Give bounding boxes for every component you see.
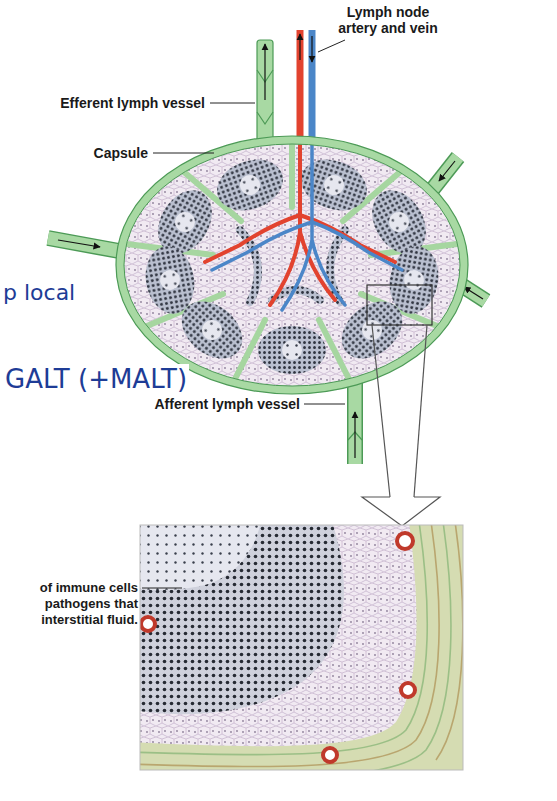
illustration-part: [237, 172, 263, 198]
capsule: [120, 140, 464, 390]
illustration-part: [354, 412, 355, 458]
illustration-part: [58, 240, 100, 247]
zoom-indicator: [362, 285, 440, 526]
illustration-part: [140, 525, 463, 770]
illustration-part: [385, 208, 412, 235]
illustration-part: [362, 497, 440, 526]
illustration-part: [304, 404, 345, 405]
illustration-part: [397, 533, 413, 549]
illustration-part: [299, 34, 300, 60]
illustration-part: [330, 230, 345, 302]
illustration-part: [140, 525, 344, 714]
illustration-part: [402, 268, 425, 291]
illustration-part: [372, 325, 390, 497]
illustration-part: [198, 316, 226, 344]
artery-vein: [300, 30, 312, 150]
illustration-part: [141, 617, 155, 631]
handwritten-note: GALT (+MALT): [3, 364, 189, 395]
illustration-part: [140, 242, 199, 317]
illustration-part: [210, 103, 255, 104]
illustration-part: [318, 40, 345, 52]
illustration-part: [321, 172, 347, 198]
illustration-part: [282, 340, 302, 360]
illustration-part: [311, 36, 312, 62]
illustration-part: [210, 151, 290, 219]
illustration-part: [116, 136, 468, 394]
illustration-part: [264, 44, 265, 100]
illustration-part: [401, 683, 415, 697]
illustration-part: [140, 242, 199, 317]
illustration-part: [140, 525, 463, 770]
illustration-part: [258, 326, 326, 374]
illustration-part: [436, 525, 463, 760]
illustration-part: [140, 525, 427, 755]
handwritten-note: p local: [3, 280, 75, 306]
illustration-part: [171, 208, 198, 235]
illustration-part: [142, 588, 182, 589]
illustration-part: [349, 374, 362, 464]
illustration-part: [210, 151, 290, 219]
efferent-vessel: [257, 40, 273, 150]
illustration-part: [289, 144, 295, 207]
illustration-part: [124, 144, 460, 386]
illustration-part: [367, 285, 432, 325]
illustration-part: [464, 287, 483, 299]
part-label: Capsule: [94, 145, 148, 161]
callout-note: of immune cells pathogens that interstit…: [12, 580, 138, 628]
illustration-part: [140, 525, 463, 770]
illustration-part: [140, 525, 439, 767]
illustration-part: [120, 140, 464, 390]
illustration-part: [414, 325, 427, 497]
illustration-part: [294, 151, 374, 219]
illustration-part: [257, 40, 273, 150]
vessel-label: Lymph node artery and vein: [329, 4, 447, 36]
illustration-part: [153, 153, 214, 154]
illustration-part: [439, 161, 455, 181]
vessel-label: Efferent lymph vessel: [60, 95, 205, 111]
vessel-label: Afferent lymph vessel: [155, 396, 301, 412]
illustration-part: [140, 525, 451, 770]
illustration-part: [309, 30, 316, 150]
illustration-part: [297, 30, 304, 150]
illustration-part: [140, 525, 262, 590]
lymph-node: [116, 136, 468, 394]
illustration-part: [158, 268, 181, 291]
illustration-part: [258, 326, 326, 374]
illustration-part: [323, 748, 337, 762]
leader-lines: [142, 40, 345, 588]
magnified-inset: [140, 525, 463, 770]
illustration-part: [294, 151, 374, 219]
